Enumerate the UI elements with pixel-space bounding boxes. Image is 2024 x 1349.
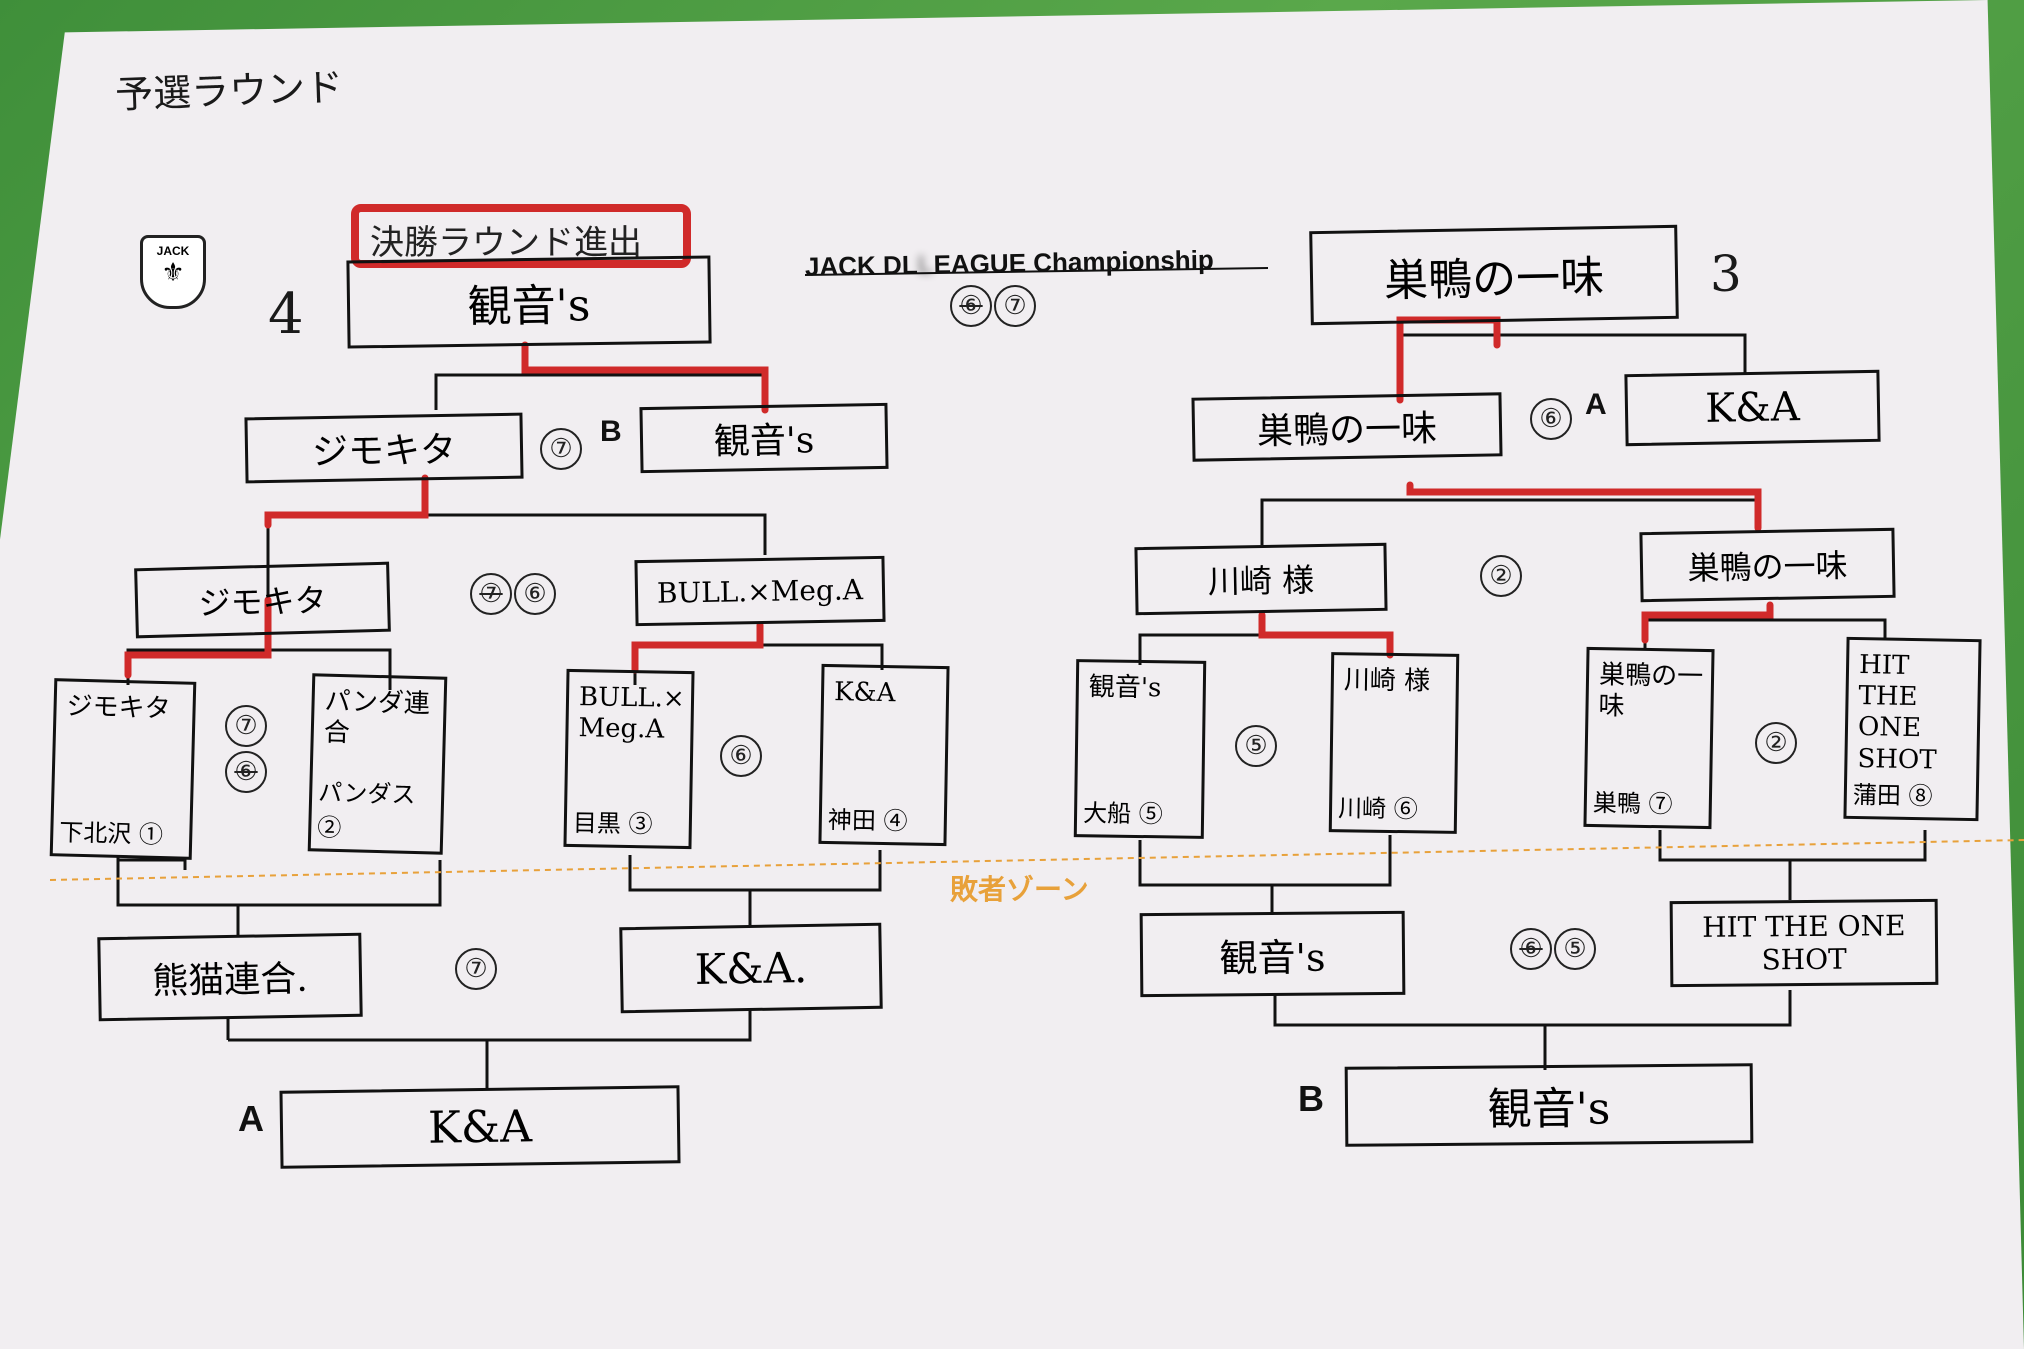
- jack-logo: JACK ⚜: [140, 235, 206, 309]
- right-semi-tag: A: [1585, 388, 1607, 421]
- team-name: 川崎 様: [1343, 665, 1431, 697]
- score-circle: ⑦: [470, 573, 512, 615]
- right-semi-right-box: K&A: [1624, 369, 1881, 447]
- team-player: 蒲田 ⑧: [1852, 780, 1933, 811]
- team-player: 巣鴨 ⑦: [1592, 789, 1673, 819]
- title-part-1: JACK DL: [804, 249, 918, 282]
- team-name: K&A: [833, 677, 896, 709]
- score-circle: ⑥: [225, 751, 267, 793]
- right-loser-left-box: 観音's: [1139, 910, 1406, 998]
- score-circle: ⑦: [455, 948, 497, 990]
- team-name: 巣鴨の一味: [1687, 546, 1848, 588]
- left-champion-name: 観音's: [467, 280, 591, 333]
- right-loser-right-box: HIT THE ONE SHOT: [1669, 898, 1939, 988]
- left-loser-right-box: K&A.: [619, 922, 883, 1014]
- team-name: K&A.: [694, 942, 808, 994]
- score-circle: ⑥: [720, 735, 762, 777]
- score-circle: ⑦: [225, 705, 267, 747]
- score-circle: ⑥: [514, 573, 556, 615]
- right-loser-final-box: 観音's: [1344, 1063, 1754, 1147]
- team-player: 川崎 ⑥: [1337, 794, 1418, 824]
- right-champion-name: 巣鴨の一味: [1383, 252, 1605, 307]
- result-tag: 決勝ラウンド進出: [370, 223, 642, 263]
- left-loser-final-box: K&A: [279, 1085, 681, 1169]
- left-loser-score: ⑦: [455, 948, 499, 990]
- team-name: パンダ連合: [323, 686, 431, 749]
- left-r1-team-3: BULL.× Meg.A 目黒 ③: [563, 668, 695, 850]
- left-qf2-box: BULL.×Meg.A: [634, 555, 886, 627]
- team-name: 巣鴨の一味: [1598, 660, 1704, 722]
- team-player: 目黒 ③: [572, 809, 653, 839]
- right-qf-score: ②: [1480, 555, 1524, 597]
- jack-logo-text: JACK: [156, 244, 190, 258]
- team-name: K&A: [1704, 384, 1801, 432]
- score-circle: ⑦: [994, 285, 1036, 327]
- team-name: ジモキタ: [66, 691, 171, 725]
- title-blurred: L: [917, 249, 934, 280]
- left-champion-box: 観音's: [346, 255, 712, 349]
- right-qf1-box: 川崎 様: [1134, 542, 1388, 616]
- round-note: 予選ラウンド: [114, 65, 344, 117]
- right-champion-box: 巣鴨の一味: [1309, 224, 1679, 326]
- left-champion-count: 4: [268, 282, 304, 347]
- team-name: ジモキタ: [198, 581, 328, 623]
- right-r1-team-3: 巣鴨の一味 巣鴨 ⑦: [1583, 646, 1715, 830]
- loser-zone-label: 敗者ゾーン: [950, 874, 1089, 905]
- team-name: ジモキタ: [311, 429, 457, 474]
- score-circle: ⑥: [1530, 398, 1572, 440]
- right-r1-team-4: HIT THE ONE SHOT 蒲田 ⑧: [1843, 636, 1982, 822]
- team-name: 川崎 様: [1207, 561, 1315, 601]
- left-r1-team-1: ジモキタ 下北沢 ①: [49, 678, 197, 860]
- team-name: 観音's: [1487, 1083, 1611, 1136]
- team-name: BULL.× Meg.A: [578, 682, 685, 745]
- right-loser-final-tag: B: [1298, 1078, 1324, 1119]
- team-name: BULL.×Meg.A: [656, 572, 864, 610]
- score-circle: ⑦: [540, 428, 582, 470]
- right-semi-left-box: 巣鴨の一味: [1191, 392, 1503, 462]
- team-name: 観音's: [1219, 935, 1326, 980]
- team-player: 大船 ⑤: [1082, 799, 1163, 829]
- team-name: K&A: [427, 1100, 533, 1154]
- score-circle: ②: [1480, 555, 1522, 597]
- left-r1-team-4: K&A 神田 ④: [818, 663, 950, 847]
- left-loser-final-tag: A: [238, 1098, 264, 1139]
- left-semi-right-box: 観音's: [639, 402, 889, 474]
- left-semi-left-box: ジモキタ: [244, 412, 524, 484]
- right-semi-score: ⑥: [1530, 398, 1574, 440]
- right-qf2-box: 巣鴨の一味: [1639, 527, 1896, 603]
- score-circle: ⑥: [1510, 928, 1552, 970]
- team-name: 観音's: [1088, 672, 1162, 704]
- left-semi-tag: B: [600, 415, 622, 448]
- right-champion-count: 3: [1710, 245, 1742, 303]
- team-name: 観音's: [713, 420, 815, 463]
- team-player: 神田 ④: [827, 806, 908, 836]
- left-r1-team-2: パンダ連合 パンダス ②: [307, 673, 448, 855]
- team-player: 下北沢 ①: [58, 818, 164, 850]
- shield-emblem-icon: ⚜: [161, 258, 185, 288]
- team-name: HIT THE ONE SHOT: [1857, 650, 1937, 775]
- left-r1-score-b: ⑥: [720, 735, 764, 777]
- title-part-2: EAGUE Championship: [933, 244, 1215, 280]
- score-circle: ⑥: [950, 285, 992, 327]
- score-circle: ⑤: [1554, 928, 1596, 970]
- team-name: HIT THE ONE SHOT: [1702, 909, 1906, 977]
- score-circle: ②: [1755, 722, 1797, 764]
- right-r1-team-2: 川崎 様 川崎 ⑥: [1328, 652, 1460, 834]
- left-loser-left-box: 熊猫連合.: [97, 932, 363, 1022]
- left-semi-score: ⑦: [540, 428, 584, 470]
- right-r1-score-a: ⑤: [1235, 725, 1279, 767]
- right-r1-score-b: ②: [1755, 722, 1799, 764]
- team-name: 巣鴨の一味: [1256, 408, 1438, 453]
- right-r1-team-1: 観音's 大船 ⑤: [1073, 659, 1207, 839]
- team-player: パンダス ②: [316, 778, 416, 843]
- team-name: 熊猫連合.: [151, 958, 309, 1003]
- left-qf1-box: ジモキタ: [134, 561, 391, 639]
- score-circle: ⑤: [1235, 725, 1277, 767]
